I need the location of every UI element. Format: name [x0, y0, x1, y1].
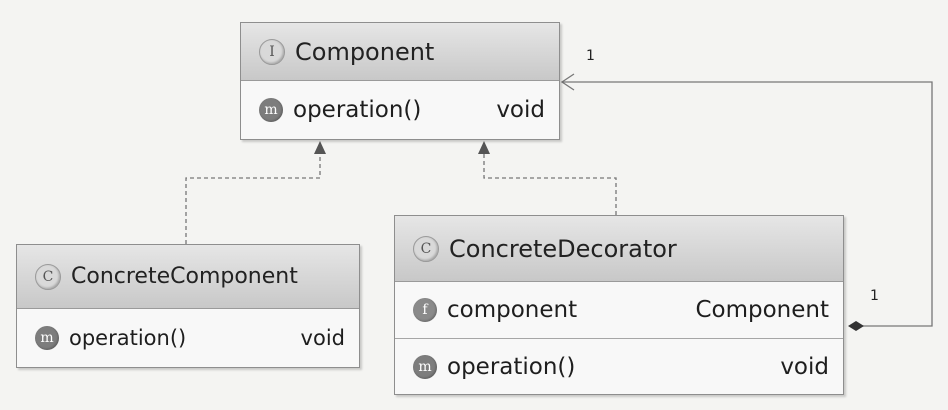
implements-arrowhead-concrete-component	[314, 141, 326, 154]
implements-arrowhead-concrete-decorator	[478, 141, 490, 154]
class-icon: C	[413, 235, 439, 262]
class-component[interactable]: I Component m operation() void	[240, 22, 560, 140]
class-member[interactable]: m operation() void	[241, 81, 559, 139]
class-name: ConcreteDecorator	[449, 234, 677, 263]
interface-icon: I	[259, 38, 285, 65]
class-icon: C	[35, 263, 61, 290]
class-member[interactable]: m operation() void	[395, 338, 843, 394]
multiplicity-target: 1	[586, 48, 595, 64]
class-header: C ConcreteDecorator	[395, 216, 843, 282]
method-icon: m	[35, 326, 59, 350]
aggregation-line	[562, 81, 933, 327]
class-concrete-component[interactable]: C ConcreteComponent m operation() void	[16, 244, 360, 368]
class-name: Component	[295, 37, 435, 66]
method-icon: m	[413, 354, 437, 379]
class-name: ConcreteComponent	[71, 264, 298, 289]
member-name: component	[447, 297, 578, 323]
class-member[interactable]: m operation() void	[17, 309, 359, 367]
aggregation-diamond	[848, 321, 864, 331]
member-name: operation()	[69, 326, 187, 350]
class-concrete-decorator[interactable]: C ConcreteDecorator f component Componen…	[394, 215, 844, 395]
member-name: operation()	[293, 97, 422, 123]
implements-line-concrete-decorator	[483, 148, 617, 215]
implements-line-concrete-component	[185, 148, 321, 244]
class-header: I Component	[241, 23, 559, 81]
member-type: void	[780, 353, 829, 380]
multiplicity-source: 1	[870, 288, 879, 304]
method-icon: m	[259, 98, 283, 122]
field-icon: f	[413, 298, 437, 322]
member-name: operation()	[447, 353, 576, 380]
class-member[interactable]: f component Component	[395, 282, 843, 338]
class-header: C ConcreteComponent	[17, 245, 359, 309]
member-type: void	[300, 326, 345, 350]
aggregation-arrowhead	[560, 73, 575, 91]
member-type: Component	[695, 297, 829, 323]
member-type: void	[496, 97, 545, 123]
